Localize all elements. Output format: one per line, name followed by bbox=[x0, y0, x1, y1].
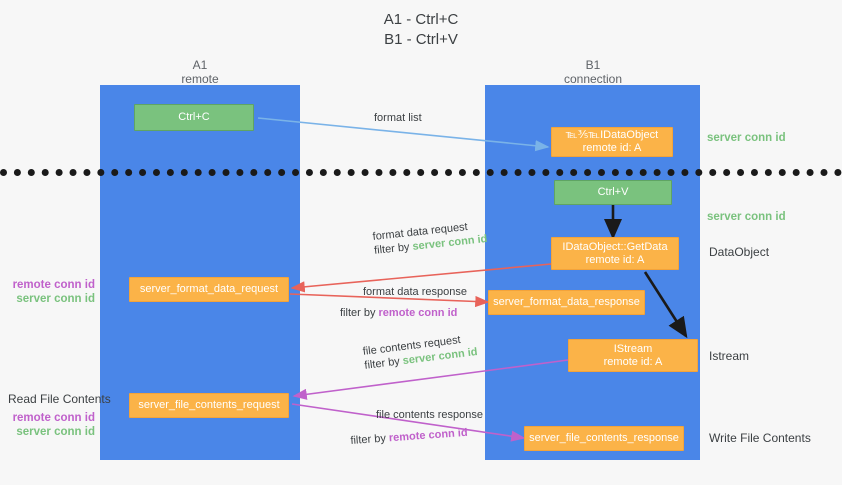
legend-remote-conn-id-1: remote conn id bbox=[12, 279, 95, 291]
caption-format-data-response-filter-prefix: filter by bbox=[340, 307, 379, 319]
label-read-file-contents: Read File Contents bbox=[8, 392, 111, 406]
legend-server-conn-id-2: server conn id bbox=[16, 426, 95, 438]
node-server-format-data-response-label: server_format_data_response bbox=[493, 296, 640, 308]
column-header-a1-name: A1 bbox=[192, 58, 208, 72]
caption-format-data-response-filter-value: remote conn id bbox=[378, 307, 458, 319]
legend-server-conn-id-1: server conn id bbox=[16, 293, 95, 305]
caption-format-data-request: format data request filter by server con… bbox=[372, 218, 488, 258]
legend-remote-conn-id-2: remote conn id bbox=[12, 412, 95, 424]
node-ctrl-v-label: Ctrl+V bbox=[597, 186, 629, 198]
phase-divider bbox=[0, 169, 842, 176]
caption-file-contents-response-filter-prefix: filter by bbox=[350, 432, 390, 447]
column-header-a1-sub: remote bbox=[181, 72, 219, 86]
node-server-format-data-request[interactable]: server_format_data_request bbox=[129, 277, 289, 302]
node-server-file-contents-request[interactable]: server_file_contents_request bbox=[129, 393, 289, 418]
label-dataobject: DataObject bbox=[709, 245, 770, 259]
node-ctrl-c[interactable]: Ctrl+C bbox=[134, 104, 254, 131]
caption-format-list: format list bbox=[374, 112, 422, 124]
column-header-a1: A1 remote bbox=[110, 58, 290, 86]
column-header-b1-sub: connection bbox=[563, 72, 623, 86]
caption-format-data-response-filter: filter by remote conn id bbox=[340, 306, 457, 320]
node-server-format-data-request-label: server_format_data_request bbox=[139, 283, 279, 295]
node-idataobject-getdata-title: IDataObject::GetData bbox=[562, 240, 668, 253]
caption-format-data-request-filter-prefix: filter by bbox=[373, 240, 414, 257]
diagram-title: A1 - Ctrl+C B1 - Ctrl+V bbox=[0, 10, 842, 50]
node-server-file-contents-response[interactable]: server_file_contents_response bbox=[524, 426, 684, 451]
node-istream-title: IStream bbox=[613, 342, 653, 355]
label-server-conn-id-second: server conn id bbox=[707, 211, 786, 223]
label-server-conn-id-top: server conn id bbox=[707, 132, 786, 144]
caption-format-data-response-main: format data response bbox=[363, 286, 467, 298]
label-write-file-contents: Write File Contents bbox=[709, 431, 811, 445]
legend-format-data: remote conn id server conn id bbox=[5, 278, 95, 306]
node-idataobject-getdata-subtitle: remote id: A bbox=[585, 253, 645, 266]
node-server-file-contents-response-label: server_file_contents_response bbox=[529, 432, 679, 444]
caption-format-data-response: format data response bbox=[363, 285, 467, 299]
node-idataobject-getdata[interactable]: IDataObject::GetData remote id: A bbox=[551, 237, 679, 270]
title-line-a1: A1 - Ctrl+C bbox=[383, 11, 459, 28]
node-ctrl-c-label: Ctrl+C bbox=[178, 111, 210, 123]
column-header-b1-name: B1 bbox=[585, 58, 601, 72]
node-ctrl-v[interactable]: Ctrl+V bbox=[554, 180, 672, 205]
label-istream: Istream bbox=[709, 349, 750, 363]
caption-file-contents-response-filter: filter by remote conn id bbox=[350, 426, 468, 448]
caption-file-contents-response-filter-value: remote conn id bbox=[388, 426, 468, 445]
node-idataobject[interactable]: ℡⅗℡IDataObject remote id: A bbox=[551, 127, 673, 157]
column-header-b1: B1 connection bbox=[503, 58, 683, 86]
node-istream-subtitle: remote id: A bbox=[603, 355, 663, 368]
legend-file-contents: remote conn id server conn id bbox=[5, 411, 95, 439]
node-istream[interactable]: IStream remote id: A bbox=[568, 339, 698, 372]
caption-file-contents-request-filter-prefix: filter by bbox=[363, 355, 404, 372]
caption-file-contents-response-main: file contents response bbox=[376, 409, 484, 421]
title-line-b1: B1 - Ctrl+V bbox=[384, 31, 458, 48]
node-server-file-contents-request-label: server_file_contents_request bbox=[138, 399, 280, 411]
node-idataobject-title: ℡⅗℡IDataObject bbox=[565, 129, 659, 141]
caption-file-contents-request: file contents request filter by server c… bbox=[362, 331, 478, 373]
node-idataobject-subtitle: remote id: A bbox=[582, 142, 642, 154]
caption-file-contents-response: file contents response bbox=[376, 408, 483, 422]
node-server-format-data-response[interactable]: server_format_data_response bbox=[488, 290, 645, 315]
